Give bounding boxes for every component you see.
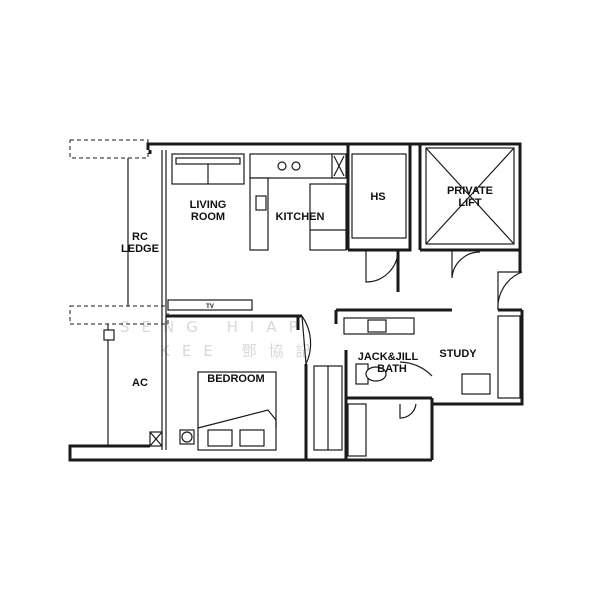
hs-shelf <box>351 153 407 239</box>
entrance-door-swing <box>497 271 523 311</box>
label-ac: AC <box>132 377 148 389</box>
ledge-slab-top <box>69 139 149 159</box>
label-rc-ledge-line1: RC <box>132 231 148 243</box>
pillow-right <box>239 429 265 447</box>
watermark: SENG HIAP KEE 鄧協記 <box>120 318 323 360</box>
kitchen-island <box>309 183 347 251</box>
bottom-wall <box>68 444 432 462</box>
toilet-bowl <box>365 366 387 382</box>
bath-door-swing <box>399 403 417 419</box>
label-study: STUDY <box>439 348 477 360</box>
lift-door-swing <box>451 250 481 279</box>
kitchen-sink <box>255 195 267 211</box>
pillow-left <box>207 429 233 447</box>
walls <box>68 142 524 462</box>
kitchen-counter-side <box>249 177 269 251</box>
label-lift-line1: PRIVATE <box>447 185 493 197</box>
room-labels: LIVING ROOM KITCHEN HS PRIVATE LIFT RC L… <box>121 185 493 389</box>
sofa-back <box>175 157 241 165</box>
label-bath-line1: JACK&JILL <box>358 351 419 363</box>
label-living-line2: ROOM <box>191 211 225 223</box>
bedroom-door-leaf <box>301 315 307 365</box>
label-bedroom: BEDROOM <box>207 373 264 385</box>
label-hs: HS <box>370 191 385 203</box>
bath-basin <box>367 319 387 333</box>
drain-cross-2 <box>149 431 163 447</box>
hs-door-swing <box>365 249 399 283</box>
lamp-icon <box>181 431 193 443</box>
lift-cross-2 <box>425 147 515 245</box>
bedroom-door-swing <box>301 315 312 365</box>
hob-burner-left-icon <box>277 161 287 171</box>
watermark-line-1: SENG HIAP <box>120 318 310 336</box>
fridge-cross-2 <box>333 155 345 177</box>
ledge-outlines <box>69 139 169 446</box>
ac-column <box>103 329 115 341</box>
label-rc-ledge-line2: LEDGE <box>121 243 159 255</box>
furniture <box>149 147 521 457</box>
study-door-swing <box>399 361 433 377</box>
study-chair <box>461 373 491 395</box>
hs-walls <box>348 144 412 252</box>
hob-burner-right-icon <box>291 161 301 171</box>
study-desk <box>497 315 521 399</box>
watermark-line-2: KEE 鄧協記 <box>160 342 323 360</box>
study-right-wall <box>430 310 524 460</box>
label-tv: TV <box>206 304 214 310</box>
doors <box>301 249 523 419</box>
bed-duvet-fold <box>197 409 277 429</box>
label-living-line1: LIVING <box>190 199 227 211</box>
label-bath-line2: BATH <box>377 363 407 375</box>
shower-tray <box>347 403 367 457</box>
label-kitchen: KITCHEN <box>276 211 325 223</box>
tv-console <box>167 299 253 311</box>
label-lift-line2: LIFT <box>458 197 481 209</box>
